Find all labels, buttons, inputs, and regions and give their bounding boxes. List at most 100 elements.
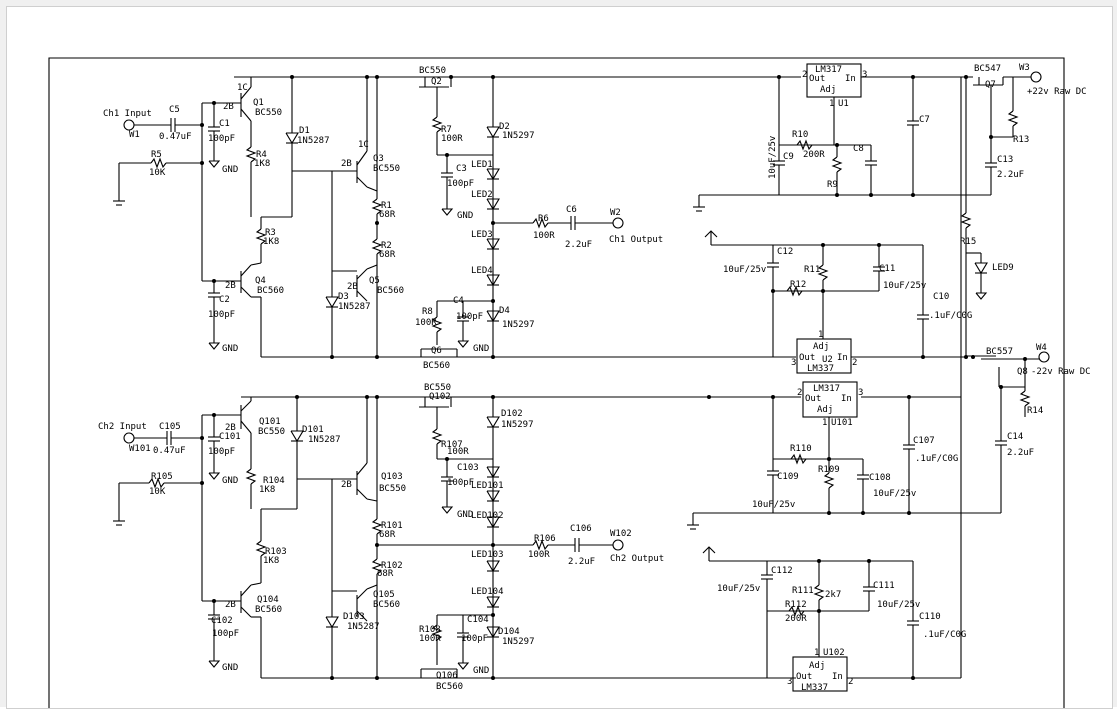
- r4-label: R4: [256, 150, 267, 160]
- q3-value: BC550: [373, 164, 400, 174]
- c109-label: C109: [777, 472, 799, 482]
- q4-pin: 2B: [225, 281, 236, 291]
- schematic-diagram: Ch1 Input W1 C5 0.47uF C1 100pF GND C2 1…: [48, 57, 1091, 708]
- q104-label: Q104: [257, 595, 279, 605]
- r106-value: 100R: [528, 550, 550, 560]
- c109-value: 10uF/25v: [752, 500, 795, 510]
- c14-label: C14: [1007, 432, 1023, 442]
- led104-label: LED104: [471, 587, 504, 597]
- pin-out-label: Out: [796, 672, 812, 682]
- r15-label: R15: [960, 237, 976, 247]
- w101-label: W101: [129, 444, 151, 454]
- q102-value: BC550: [424, 383, 451, 393]
- w3-label: W3: [1019, 63, 1030, 73]
- d1-label: D1: [299, 126, 310, 136]
- r8-value: 100R: [415, 318, 437, 328]
- lm337-label: LM337: [801, 683, 828, 693]
- w1-label: W1: [129, 130, 140, 140]
- q101-value: BC550: [258, 427, 285, 437]
- c6-label: C6: [566, 205, 577, 215]
- ch2-output-terminal: [612, 539, 624, 551]
- q5-value: BC560: [377, 286, 404, 296]
- d1-value: 1N5287: [297, 136, 330, 146]
- c10-label: C10: [933, 292, 949, 302]
- gnd-label: GND: [222, 344, 238, 354]
- r2-label: R2: [381, 241, 392, 251]
- c4-value: 100pF: [456, 312, 483, 322]
- r10-value: 200R: [803, 150, 825, 160]
- q101-pin: 2B: [225, 423, 236, 433]
- c110-value: .1uF/C0G: [923, 630, 966, 640]
- q5-pin: 2B: [347, 282, 358, 292]
- pin-number: 3: [791, 358, 796, 368]
- d103-value: 1N5287: [347, 622, 380, 632]
- r105-value: 10K: [149, 487, 166, 497]
- q7-value: BC547: [974, 64, 1001, 74]
- ch1-input-terminal: [123, 119, 135, 131]
- q3-pin: 2B: [341, 159, 352, 169]
- c8-label: C8: [853, 144, 864, 154]
- c4-label: C4: [453, 296, 464, 306]
- pin-number: 2: [797, 388, 802, 398]
- d2-label: D2: [499, 122, 510, 132]
- r14-label: R14: [1027, 406, 1043, 416]
- r5-label: R5: [151, 150, 162, 160]
- c3-label: C3: [456, 164, 467, 174]
- r7-label: R7: [441, 125, 452, 135]
- r103-label: R103: [265, 547, 287, 557]
- r12-label: R12: [790, 280, 806, 290]
- u1-label: U1: [838, 99, 849, 109]
- q3-label: Q3: [373, 154, 384, 164]
- r11-label: R11: [804, 265, 820, 275]
- q102-label: Q102: [429, 392, 451, 402]
- c11-label: C11: [879, 264, 895, 274]
- r103-value: 1K8: [263, 556, 279, 566]
- pin-number: 2: [848, 677, 853, 687]
- c107-label: C107: [913, 436, 935, 446]
- c2-label: C2: [219, 295, 230, 305]
- d101-value: 1N5287: [308, 435, 341, 445]
- r1-label: R1: [381, 201, 392, 211]
- c103-label: C103: [457, 463, 479, 473]
- pin-adj-label: Adj: [809, 661, 825, 671]
- q101-label: Q101: [259, 417, 281, 427]
- gnd-label: GND: [457, 211, 473, 221]
- pin-out-label: Out: [809, 74, 825, 84]
- gnd-label: GND: [222, 476, 238, 486]
- pin-number: 3: [787, 677, 792, 687]
- c12-label: C12: [777, 247, 793, 257]
- r13-label: R13: [1013, 135, 1029, 145]
- led101-label: LED101: [471, 481, 504, 491]
- q4-label: Q4: [255, 276, 266, 286]
- ch1-output-terminal: [612, 217, 624, 229]
- c14-value: 2.2uF: [1007, 448, 1034, 458]
- c102-label: C102: [211, 616, 233, 626]
- q2-value: BC550: [419, 66, 446, 76]
- pin-number: 1: [829, 99, 834, 109]
- q106-value: BC560: [436, 682, 463, 692]
- u102-lm337: [792, 656, 848, 692]
- q103-pin: 2B: [341, 480, 352, 490]
- pin-adj-label: Adj: [820, 85, 836, 95]
- r101-value: 68R: [379, 530, 396, 540]
- led-chain-ch1: [486, 168, 500, 287]
- gnd-label: GND: [473, 666, 489, 676]
- c10-value: .1uF/C0G: [929, 311, 972, 321]
- pin-number: 3: [858, 388, 863, 398]
- q8-value: BC557: [986, 347, 1013, 357]
- q1-pin: 2B: [223, 102, 234, 112]
- q103-value: BC550: [379, 484, 406, 494]
- r104-label: R104: [263, 476, 285, 486]
- w102-label: W102: [610, 529, 632, 539]
- r109-label: R109: [818, 465, 840, 475]
- c105-label: C105: [159, 422, 181, 432]
- r6-label: R6: [538, 214, 549, 224]
- c103-value: 100pF: [447, 478, 474, 488]
- pin-out-label: Out: [799, 353, 815, 363]
- pin-adj-label: Adj: [817, 405, 833, 415]
- c6-value: 2.2uF: [565, 240, 592, 250]
- c1-label: C1: [219, 119, 230, 129]
- pin-number: 3: [862, 70, 867, 80]
- gnd-label: GND: [222, 663, 238, 673]
